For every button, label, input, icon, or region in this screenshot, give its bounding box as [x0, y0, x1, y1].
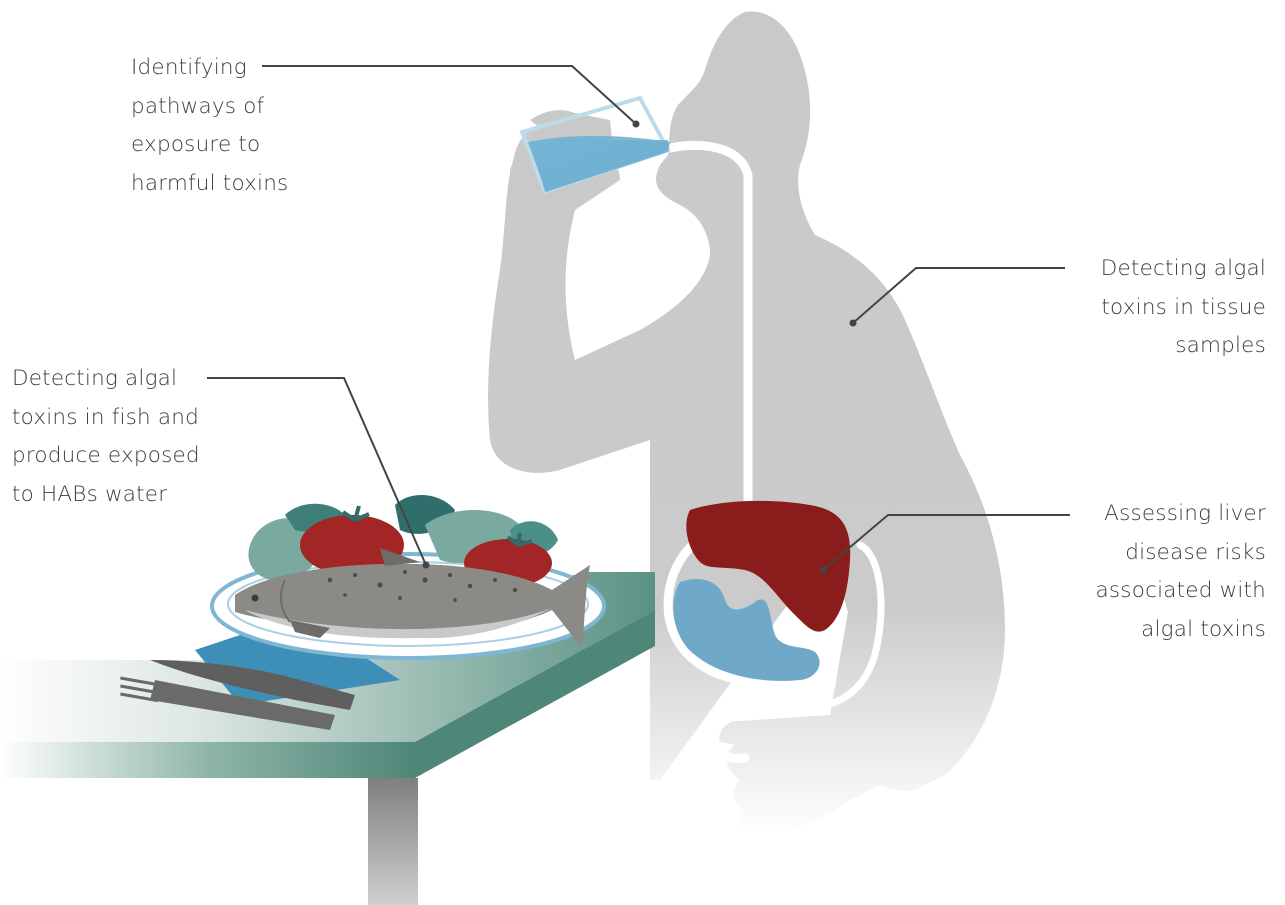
callout-pathways-line: harmful toxins — [131, 165, 288, 204]
callout-liver-line: disease risks — [1096, 534, 1266, 573]
callout-fish-line: toxins in fish and — [12, 399, 200, 438]
callout-liver-line: algal toxins — [1096, 611, 1266, 650]
callout-tissue-line: samples — [1101, 327, 1266, 366]
callout-tissue-line: Detecting algal — [1101, 250, 1266, 289]
callout-tissue-line: toxins in tissue — [1101, 289, 1266, 328]
callout-pathways-line: Identifying — [131, 49, 288, 88]
callout-fish-line: produce exposed — [12, 437, 200, 476]
callout-liver: Assessing liver disease risks associated… — [1096, 495, 1266, 649]
callout-pathways-line: exposure to — [131, 126, 288, 165]
callout-tissue: Detecting algal toxins in tissue samples — [1101, 250, 1266, 366]
callout-liver-line: associated with — [1096, 572, 1266, 611]
callout-fish: Detecting algal toxins in fish and produ… — [12, 360, 200, 514]
callout-pathways-line: pathways of — [131, 88, 288, 127]
callout-liver-line: Assessing liver — [1096, 495, 1266, 534]
callout-pathways: Identifying pathways of exposure to harm… — [131, 49, 288, 203]
callout-fish-line: Detecting algal — [12, 360, 200, 399]
callout-fish-line: to HABs water — [12, 476, 200, 515]
